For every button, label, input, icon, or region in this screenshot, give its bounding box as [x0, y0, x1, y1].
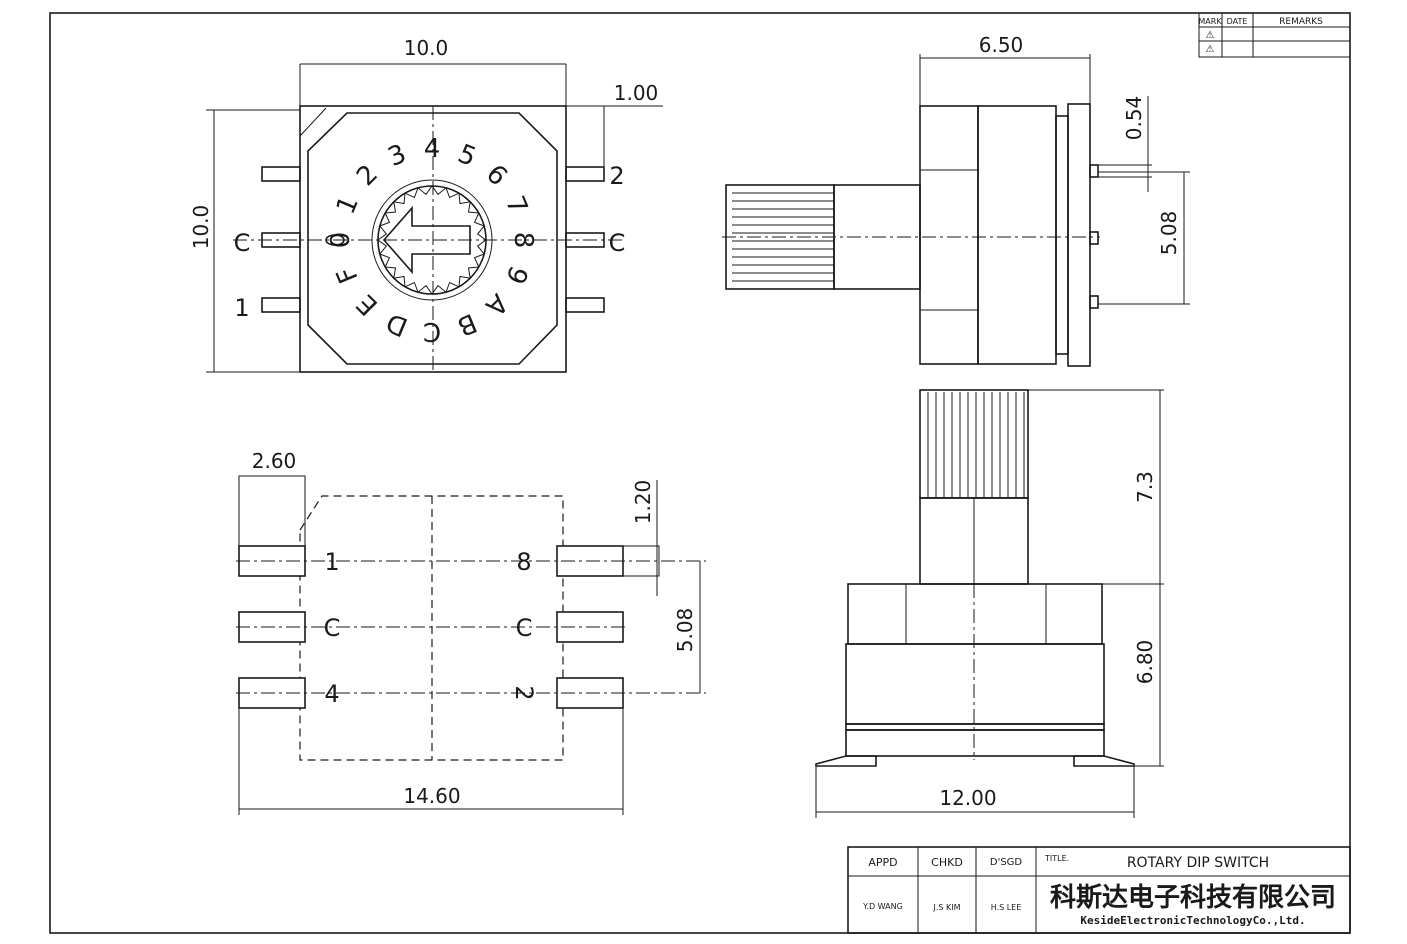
- footprint-body-outline: [299, 495, 564, 761]
- top-view: 0 1 2 3 4 5 6 7 8 9 A B C D E F C 1 2 C …: [189, 36, 663, 373]
- dial-label: 2: [351, 159, 384, 192]
- footprint-view: 1 C 4 8 C 2 2.60 1.20 5.08 14.60: [236, 449, 706, 815]
- pad-label-left-1: 1: [324, 548, 339, 576]
- front-knob-ridges: [927, 392, 1025, 498]
- dial-label: C: [423, 316, 441, 346]
- rev-mark-2: ⚠: [1206, 44, 1215, 55]
- dial-label: 7: [499, 192, 533, 219]
- footprint-dim-total: 14.60: [403, 784, 460, 808]
- dial-label: 8: [508, 232, 538, 249]
- pad-label-right-2: 2: [510, 685, 538, 700]
- top-pin-left-1: [261, 166, 301, 182]
- rev-header-remarks: REMARKS: [1279, 17, 1323, 27]
- dial-label: 9: [499, 261, 533, 288]
- top-pin-label-right-c: C: [609, 229, 626, 257]
- rev-mark-1: ⚠: [1206, 30, 1215, 41]
- side-pin-3: [1089, 295, 1099, 309]
- dial-labels: 0 1 2 3 4 5 6 7 8 9 A B C D E F: [326, 134, 538, 346]
- dial-label: 4: [424, 134, 441, 164]
- front-base-plate: [845, 729, 1105, 757]
- top-pin-right-2: [565, 232, 605, 248]
- drawing-border: [49, 12, 1351, 934]
- side-pin-1: [1089, 164, 1099, 178]
- zero-marker: [325, 234, 345, 246]
- dsgd-label: D'SGD: [990, 857, 1023, 868]
- dial-label: 1: [331, 192, 365, 219]
- dial-label: E: [351, 288, 384, 321]
- dial-label: F: [331, 262, 364, 287]
- side-view: 6.50 0.54 5.08: [722, 33, 1190, 367]
- front-housing-top: [847, 583, 1103, 645]
- side-housing-2: [977, 105, 1057, 365]
- front-housing-mid: [845, 643, 1105, 725]
- footprint-dim-pad-height: 1.20: [631, 480, 655, 525]
- company-name-cn: 科斯达电子科技有限公司: [1050, 883, 1336, 913]
- footprint-dim-pad-width: 2.60: [252, 449, 297, 473]
- front-view: 7.3 6.80 12.00: [815, 389, 1164, 818]
- front-foot-left: [815, 755, 877, 767]
- top-pin-label-right-2: 2: [609, 162, 624, 190]
- front-housing-base: [845, 723, 1105, 731]
- rotor-teeth: [377, 185, 487, 295]
- top-dim-height: 10.0: [189, 205, 213, 250]
- side-housing-3: [1055, 115, 1069, 355]
- rev-header-mark: MARK: [1198, 17, 1222, 26]
- title-block: APPD CHKD D'SGD TITLE. ROTARY DIP SWITCH…: [847, 846, 1351, 934]
- dial-label: 6: [480, 159, 513, 192]
- top-octagon: [307, 112, 558, 365]
- footprint-dim-pitch: 5.08: [673, 608, 697, 653]
- dial-label: 3: [384, 139, 411, 173]
- side-dim-pitch: 5.08: [1157, 211, 1181, 256]
- top-dim-width: 10.0: [404, 36, 449, 60]
- company-name-en: KesideElectronicTechnologyCo.,Ltd.: [1080, 914, 1305, 927]
- pad-label-right-8: 8: [516, 548, 531, 576]
- title-label: TITLE.: [1044, 854, 1069, 863]
- top-pin-left-3: [261, 297, 301, 313]
- dial-label: 0: [326, 232, 356, 249]
- drawing-title: ROTARY DIP SWITCH: [1127, 855, 1269, 871]
- side-housing-1: [919, 105, 979, 365]
- chkd-name: J.S KIM: [932, 903, 960, 912]
- appd-label: APPD: [868, 856, 897, 869]
- dial-label: 5: [453, 139, 480, 173]
- top-pin-label-left-c: C: [234, 229, 251, 257]
- pad-label-left-c: C: [324, 614, 341, 642]
- pad-label-right-c: C: [516, 614, 533, 642]
- rotor-tooth-outline: [377, 185, 487, 295]
- rev-header-date: DATE: [1227, 17, 1248, 26]
- dial-label: B: [453, 307, 481, 342]
- side-knob-ridges: [732, 192, 834, 282]
- side-dim-pin: 0.54: [1122, 96, 1146, 141]
- dial-label: A: [479, 287, 513, 321]
- pad-label-left-4: 4: [324, 680, 339, 708]
- side-base-plate: [1067, 103, 1091, 367]
- top-dim-pin-pitch: 1.00: [614, 81, 659, 105]
- rotor-ring-outer: [371, 179, 493, 301]
- front-dim-knob: 7.3: [1133, 471, 1157, 503]
- revision-table: MARK DATE REMARKS ⚠ ⚠: [1198, 12, 1351, 58]
- chkd-label: CHKD: [931, 856, 963, 869]
- front-dim-width: 12.00: [939, 786, 996, 810]
- side-pin-2: [1089, 231, 1099, 245]
- dial-label: D: [382, 306, 412, 341]
- dsgd-name: H.S LEE: [991, 903, 1022, 912]
- front-foot-right: [1073, 755, 1135, 767]
- front-dim-body: 6.80: [1133, 640, 1157, 685]
- side-dim-body: 6.50: [979, 33, 1024, 57]
- appd-name: Y.D WANG: [862, 902, 903, 911]
- rotor-arrow-icon: [382, 205, 471, 275]
- top-pin-left-2: [261, 232, 301, 248]
- top-pin-right-3: [565, 297, 605, 313]
- top-pin-right-1: [565, 166, 605, 182]
- top-pin-label-left-1: 1: [234, 294, 249, 322]
